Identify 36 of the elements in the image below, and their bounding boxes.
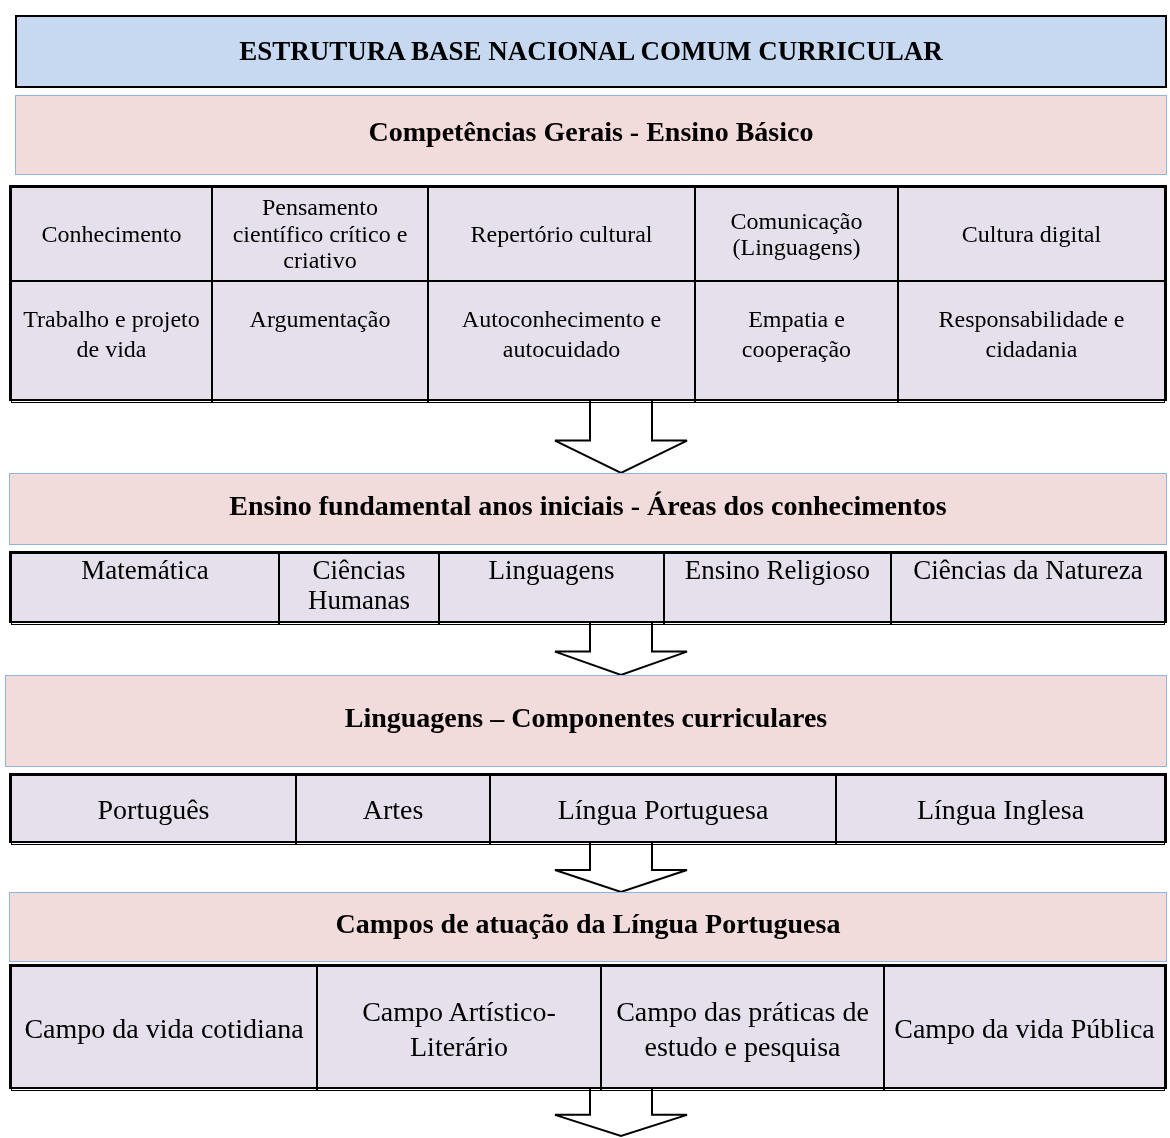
table-cell: Língua Inglesa [836, 775, 1165, 845]
table-cell: Campo da vida Pública [884, 966, 1165, 1091]
block-arrow [554, 842, 688, 894]
table-cell: Empatia e cooperação [695, 281, 898, 403]
table-cell: Língua Portuguesa [490, 775, 836, 845]
block-arrow [554, 1088, 688, 1138]
table-cell: Autoconhecimento e autocuidado [428, 281, 695, 403]
table-cell: Campo Artístico-Literário [317, 966, 601, 1091]
table-cell: Repertório cultural [428, 187, 695, 281]
section-header-band: Competências Gerais - Ensino Básico [15, 95, 1167, 175]
section-header-band: Campos de atuação da Língua Portuguesa [9, 892, 1167, 962]
table-cell: Campo das práticas de estudo e pesquisa [601, 966, 884, 1091]
table-grid [9, 551, 1167, 623]
table-cell: Ciências da Natureza [891, 553, 1165, 625]
table-grid [9, 185, 1167, 401]
block-arrow [554, 400, 688, 475]
table-cell: Conhecimento [11, 187, 212, 281]
table-cell: Matemática [11, 553, 279, 625]
title-banner: ESTRUTURA BASE NACIONAL COMUM CURRICULAR [15, 15, 1167, 88]
section-header-band: Ensino fundamental anos iniciais - Áreas dos conhecimentos [9, 473, 1167, 545]
table-grid [9, 964, 1167, 1089]
table-cell: Cultura digital [898, 187, 1165, 281]
table-cell: Português [11, 775, 296, 845]
table-cell: Ciências Humanas [279, 553, 439, 625]
table-grid [9, 773, 1167, 843]
table-cell: Artes [296, 775, 490, 845]
table-cell: Trabalho e projeto de vida [11, 281, 212, 403]
table-cell: Argumentação [212, 281, 428, 403]
table-cell: Responsabilidade e cidadania [898, 281, 1165, 403]
table-cell: Campo da vida cotidiana [11, 966, 317, 1091]
block-arrow [554, 622, 688, 677]
table-cell: Linguagens [439, 553, 664, 625]
table-cell: Ensino Religioso [664, 553, 891, 625]
table-cell: Comunicação (Linguagens) [695, 187, 898, 281]
section-header-band: Linguagens – Componentes curriculares [5, 675, 1167, 767]
table-cell: Pensamento científico crítico e criativo [212, 187, 428, 281]
